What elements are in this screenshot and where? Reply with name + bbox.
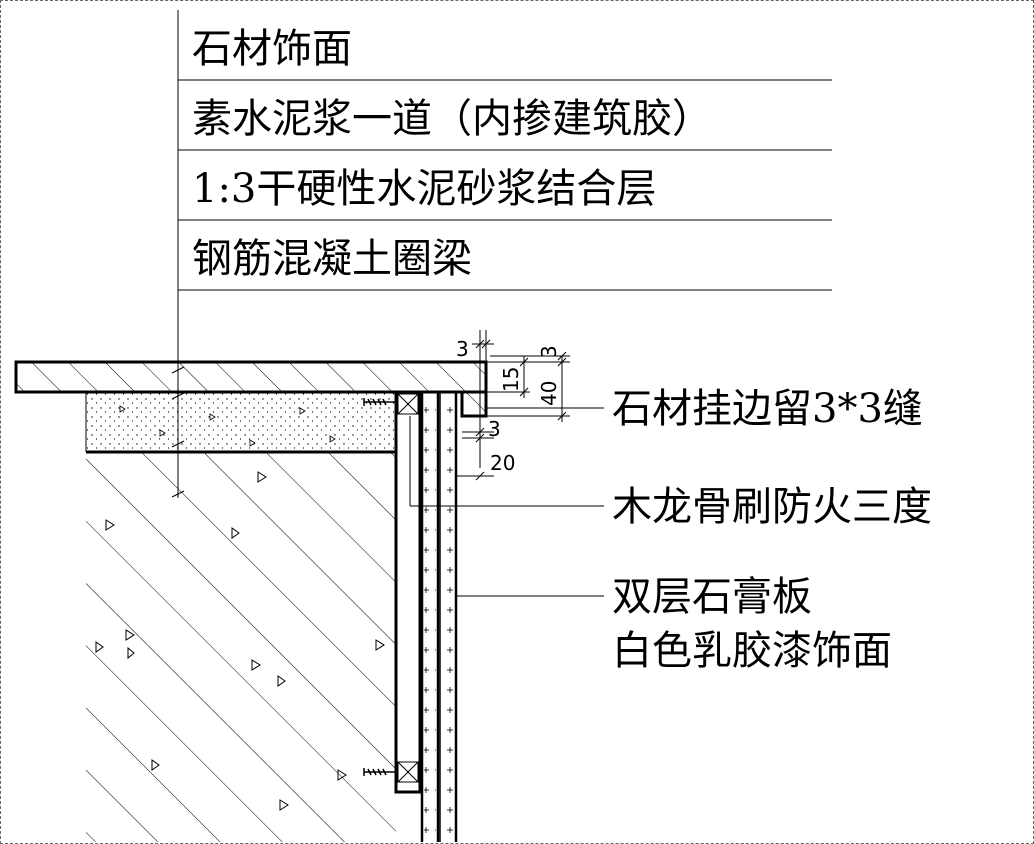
layer-label-stone-finish: 石材饰面: [192, 26, 352, 72]
layer-label-cement-slurry: 素水泥浆一道（内掺建筑胶）: [192, 96, 712, 142]
dim-label-15: 15: [499, 367, 523, 392]
dim-label-mid-3: 3: [488, 417, 501, 441]
aggregate-triangles: [95, 471, 385, 811]
dim-label-40: 40: [537, 381, 561, 406]
screw-icon: [363, 768, 396, 776]
concrete-beam: [86, 450, 396, 842]
stone-slab: [14, 360, 488, 418]
layer-label-concrete-beam: 钢筋混凝土圈梁: [192, 236, 472, 282]
stone-edge-lip: [460, 390, 488, 418]
dim-label-top-3: 3: [456, 337, 469, 361]
callout-joint: 石材挂边留3*3缝: [612, 386, 923, 432]
layer-label-mortar-bed: 1:3干硬性水泥砂浆结合层: [192, 166, 656, 212]
dim-label-20: 20: [490, 451, 515, 475]
screw-icon: [363, 398, 396, 406]
callout-gypsum-line2: 白色乳胶漆饰面: [612, 628, 892, 674]
dimension-lines: [456, 330, 570, 481]
dim-label-right-3: 3: [537, 345, 561, 358]
mortar-bed: [85, 392, 396, 452]
callout-leaders: [409, 407, 604, 597]
wood-keel: [394, 390, 422, 794]
callout-wood-keel: 木龙骨刷防火三度: [612, 484, 932, 530]
callout-gypsum-line1: 双层石膏板: [612, 574, 812, 620]
gypsum-board-double: [420, 392, 458, 842]
